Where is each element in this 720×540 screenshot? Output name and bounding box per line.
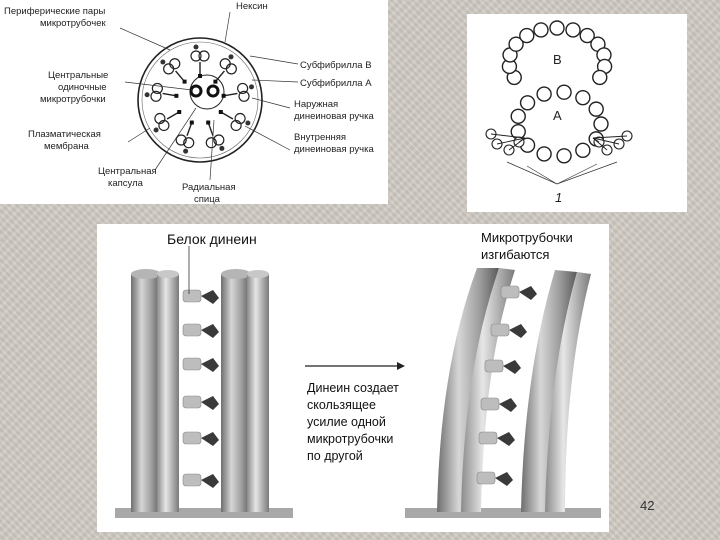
peripheral-doublets: [144, 44, 255, 154]
dynein-arms-straight: [182, 289, 219, 488]
dynein-arm: [490, 323, 527, 338]
dynein-arm: [182, 323, 219, 338]
label-1: 1: [555, 190, 562, 205]
dynein-arm: [182, 395, 219, 410]
doublet: [190, 44, 210, 62]
dynein-arm: [500, 285, 537, 300]
dynein-sliding-panel: Белок динеин Микротрубочки изгибаются Ди…: [97, 224, 609, 532]
protofilament-bead: [533, 22, 549, 38]
protofilament-bead: [579, 27, 595, 44]
doublet-subfibril-diagram: B A 1: [485, 20, 633, 205]
central-microtubule: [206, 84, 220, 98]
protofilament-bead: [536, 86, 552, 102]
label-b: B: [553, 52, 562, 67]
plasma-membrane: [137, 37, 263, 163]
axoneme-cross-section-diagram: Периферические пары микротрубочек Нексин…: [4, 1, 374, 205]
label-nexin: Нексин: [236, 1, 268, 12]
dynein-arm: [182, 431, 219, 446]
label-plasma-membrane: Плазматическая мембрана: [28, 129, 104, 152]
bent-microtubules: [437, 268, 591, 512]
page-number: 42: [640, 498, 655, 513]
central-microtubule: [189, 84, 203, 98]
label-dynein-protein: Белок динеин: [167, 231, 257, 247]
protofilament-bead: [510, 108, 526, 125]
protofilament-bead: [519, 27, 535, 44]
protofilament-bead: [519, 95, 536, 111]
protofilament-bead: [565, 22, 581, 38]
protofilament-bead: [508, 36, 524, 52]
straight-microtubules: [131, 269, 269, 512]
protofilament-bead: [556, 148, 572, 164]
radial-spokes: [162, 62, 238, 136]
base-plate-left: [115, 508, 293, 518]
dynein-sliding-diagram: Белок динеин Микротрубочки изгибаются Ди…: [115, 230, 601, 518]
label-radial-spoke: Радиальная спица: [182, 182, 238, 205]
doublet-subfibril-panel: B A 1: [467, 14, 687, 212]
doublet: [219, 54, 237, 75]
dynein-arm: [182, 473, 219, 488]
dynein-arm: [480, 397, 517, 412]
doublet: [153, 112, 170, 133]
dynein-arm: [182, 289, 219, 304]
label-dynein-sliding-force: Динеин создает скользящее усилие одной м…: [307, 381, 402, 463]
axoneme-cross-section-panel: Периферические пары микротрубочек Нексин…: [0, 0, 388, 205]
base-plate-right: [405, 508, 601, 518]
label-a: A: [553, 108, 562, 123]
doublet: [237, 82, 255, 102]
subfibril-b-ring: [501, 20, 613, 86]
protofilament-bead: [536, 146, 552, 162]
protofilament-bead: [588, 101, 604, 117]
dynein-arms-bent: [476, 285, 537, 486]
protofilament-bead: [592, 69, 608, 86]
doublet: [144, 82, 163, 102]
label-outer-dynein-arm: Наружная динеиновая ручка: [294, 99, 374, 122]
dynein-arm: [182, 357, 219, 372]
subfibril-a-ring: [510, 84, 609, 164]
dynein-arm: [484, 359, 521, 374]
label-inner-dynein-arm: Внутренняя динеиновая ручка: [294, 132, 374, 155]
label-subfibril-b: Субфибрилла В: [300, 60, 372, 71]
dynein-arm: [478, 431, 515, 446]
doublet: [175, 134, 195, 154]
doublet: [230, 112, 251, 132]
label-central-capsule: Центральная капсула: [98, 166, 159, 189]
label-peripheral-pairs: Периферические пары микротрубочек: [4, 6, 108, 29]
dynein-arm: [476, 471, 513, 486]
protofilament-bead: [593, 116, 609, 132]
doublet: [160, 58, 181, 75]
dynein-arm-beads: [485, 128, 633, 156]
protofilament-bead: [549, 20, 565, 36]
label-central-singlets: Центральные одиночные микротрубочки: [40, 70, 111, 105]
protofilament-bead: [575, 142, 591, 159]
label-microtubules-bend: Микротрубочки изгибаются: [481, 230, 576, 262]
doublet: [205, 134, 225, 151]
protofilament-bead: [575, 89, 591, 106]
protofilament-bead: [556, 84, 572, 100]
label-subfibril-a: Субфибрилла А: [300, 78, 372, 89]
